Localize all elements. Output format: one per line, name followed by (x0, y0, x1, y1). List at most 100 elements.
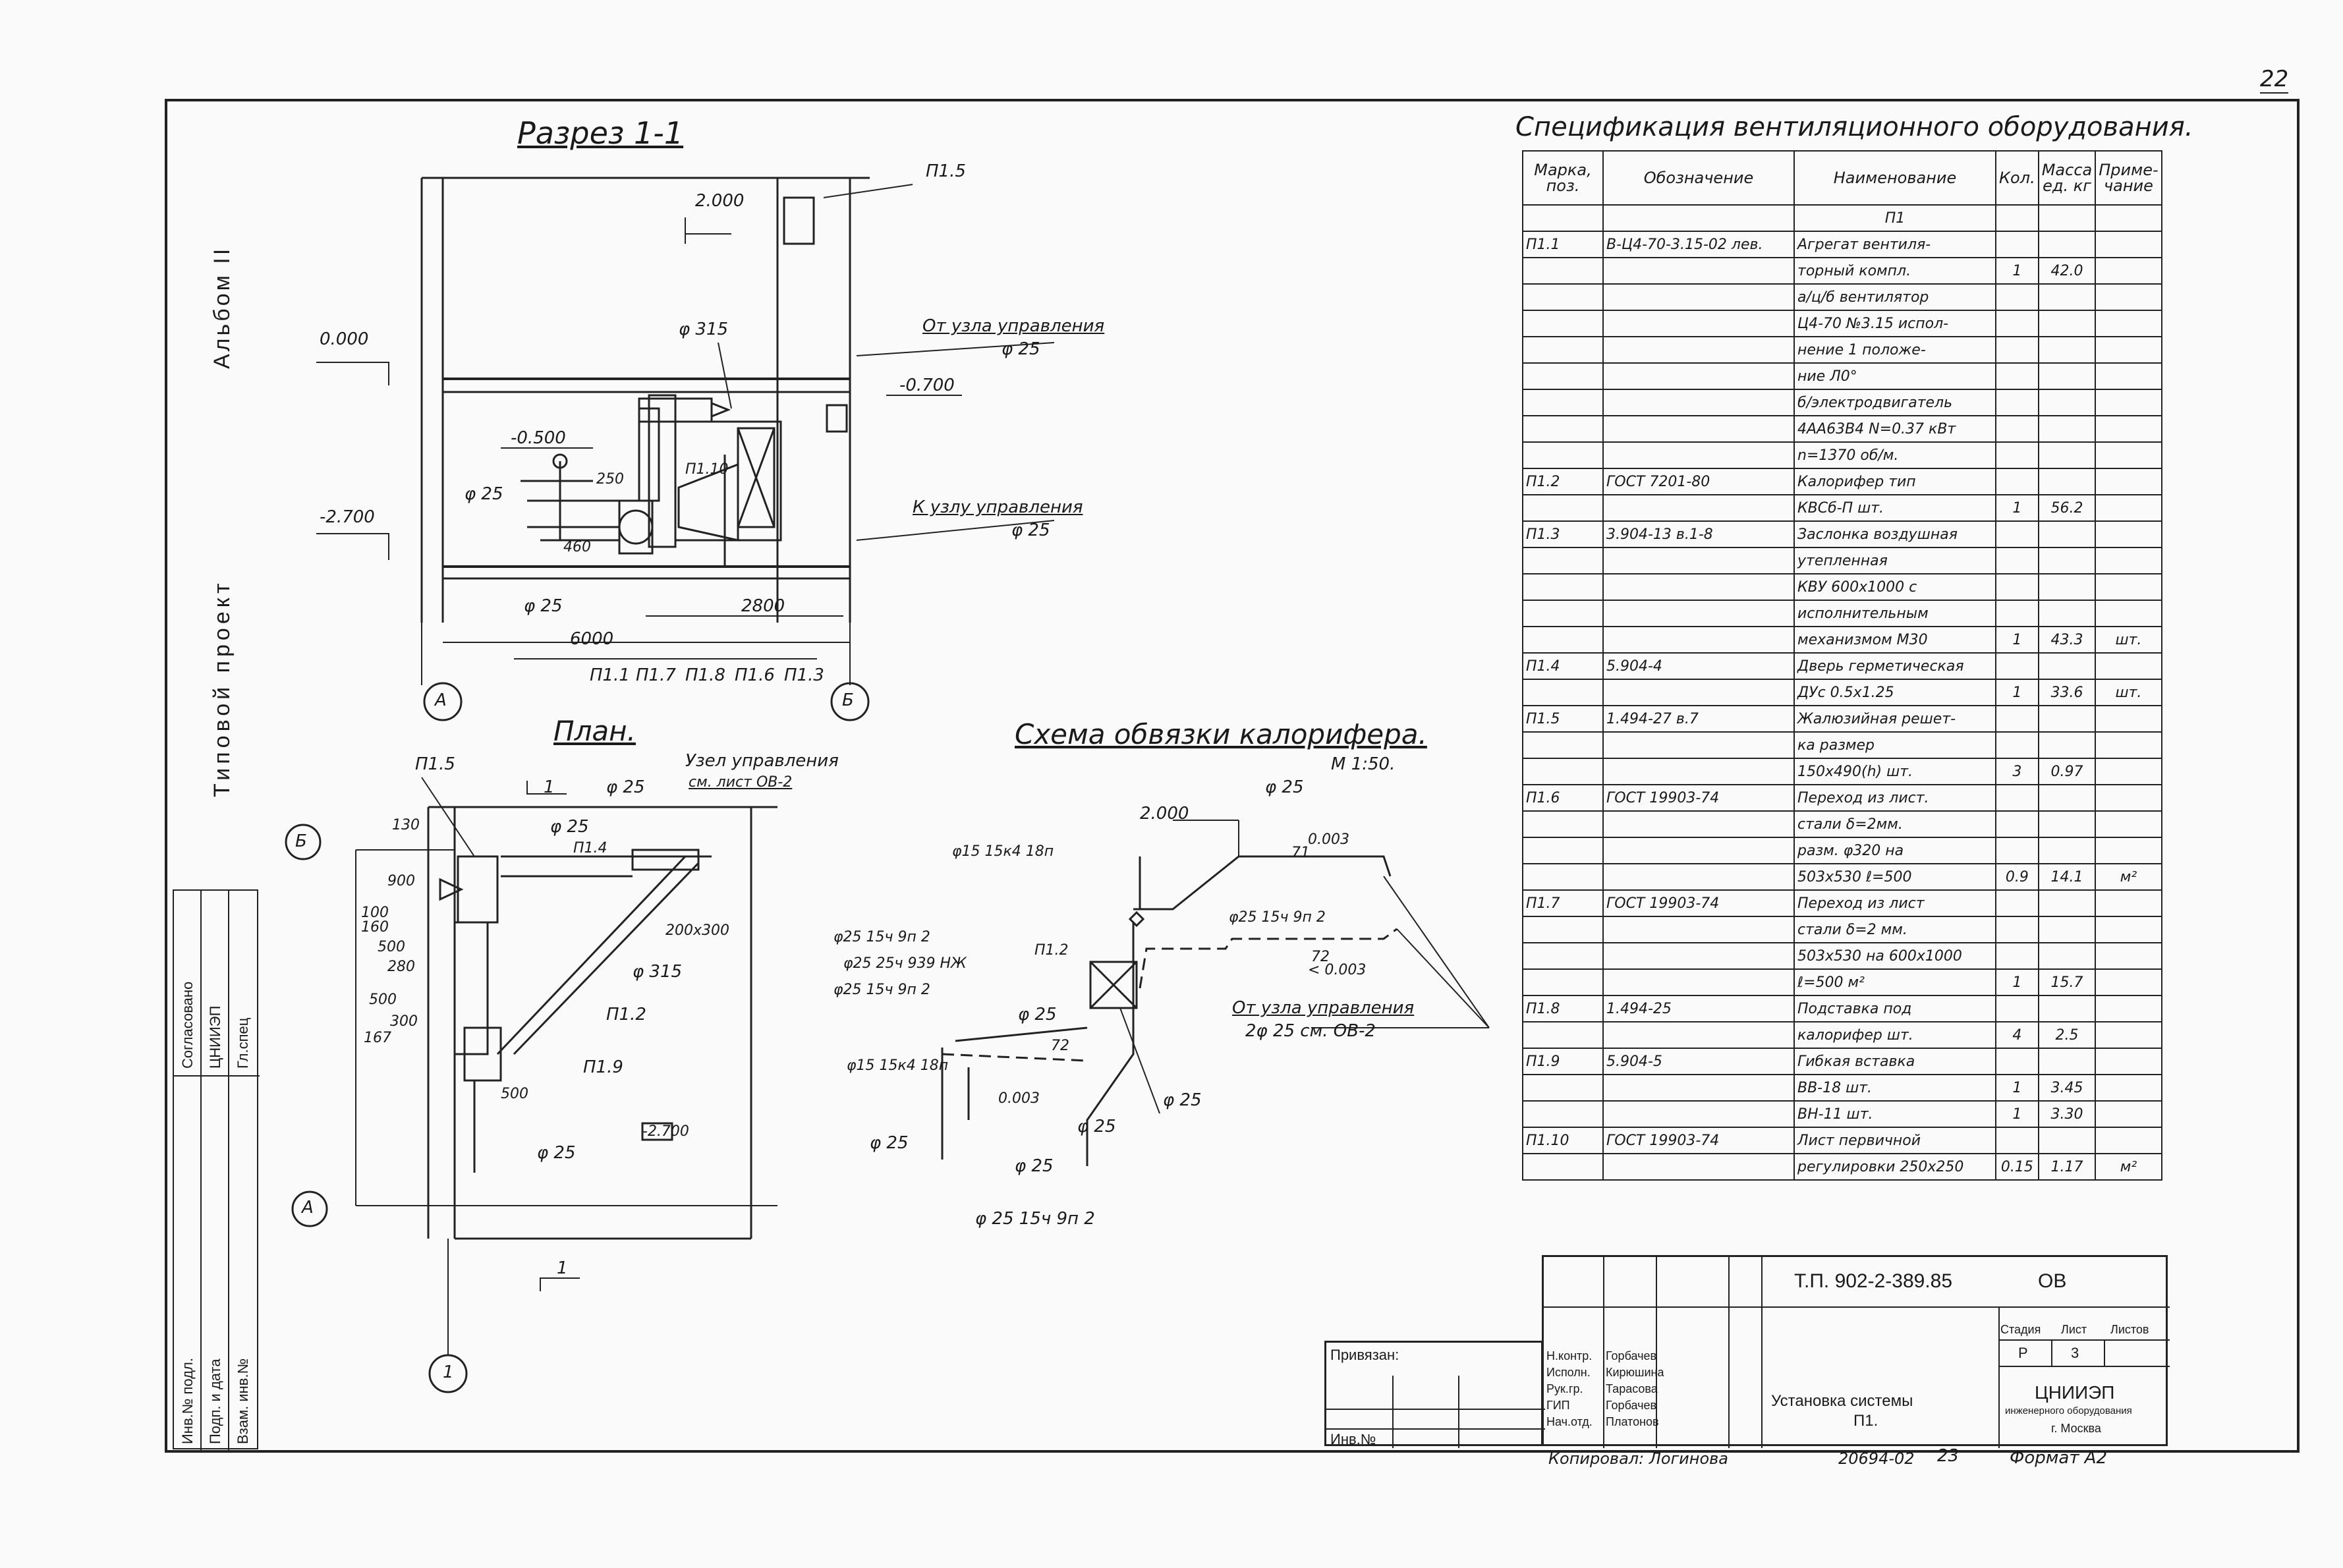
spec-cell-qty (1995, 310, 2039, 337)
spec-cell-mark (1522, 837, 1604, 864)
section-from-node-d: φ 25 (1002, 339, 1040, 359)
title-block-org2: инженерного оборудования (2005, 1405, 2132, 1416)
spec-cell-qty: 0.15 (1995, 1153, 2039, 1181)
spec-cell-name: Агрегат вентиля- (1793, 231, 1996, 258)
title-block-code: Т.П. 902-2-389.85 (1794, 1270, 1953, 1292)
title-block-mark: ОВ (2038, 1270, 2067, 1292)
spec-cell-name: 4АА63В4 N=0.37 кВт (1793, 415, 1996, 443)
plan-n19: П1.9 (583, 1057, 623, 1077)
spec-cell-qty (1995, 1048, 2039, 1075)
copied-by: Копировал: Логинова (1548, 1449, 1728, 1468)
spec-cell-note (2095, 283, 2162, 311)
plan-dim-7: 500 (369, 992, 397, 1008)
spec-cell-designation (1602, 968, 1795, 996)
spec-cell-note (2095, 1021, 2162, 1049)
spec-cell-qty: 1 (1995, 626, 2039, 654)
spec-row: стали δ=2 мм. (1522, 916, 2162, 943)
spec-cell-mass (2037, 415, 2097, 443)
spec-cell-mark (1522, 547, 1604, 574)
scheme-v72b: 72 (1051, 1038, 1069, 1054)
spec-cell-mass: 33.6 (2037, 679, 2097, 706)
plan-dim-6: 280 (387, 959, 415, 975)
spec-header-note: Приме-чание (2095, 150, 2162, 206)
spec-cell-note (2095, 415, 2162, 443)
spec-cell-note (2095, 389, 2162, 416)
section-d25-a: φ 25 (465, 484, 503, 504)
spec-cell-qty (1995, 389, 2039, 416)
spec-row: КВУ 600х1000 с (1522, 573, 2162, 601)
spec-cell-mass: 43.3 (2037, 626, 2097, 654)
scheme-drawing (941, 820, 1490, 1166)
spec-cell-note (2095, 758, 2162, 785)
spec-cell-name: Ц4-70 №3.15 испол- (1793, 310, 1996, 337)
spec-cell-designation (1602, 547, 1795, 574)
spec-cell-qty (1995, 231, 2039, 258)
spec-cell-note (2095, 1127, 2162, 1154)
section-el-m0500: -0.500 (511, 428, 566, 448)
spec-row: нение 1 положе- (1522, 336, 2162, 364)
spec-cell-mark (1522, 626, 1604, 654)
scheme-label-4: φ25 25ч 939 НЖ (843, 955, 967, 972)
spec-cell-name: 150х490(h) шт. (1793, 758, 1996, 785)
spec-cell-designation: ГОСТ 19903-74 (1602, 889, 1795, 917)
spec-cell-designation (1602, 389, 1795, 416)
scheme-d25-e: φ 25 (1015, 1156, 1054, 1176)
spec-row: ка размер (1522, 731, 2162, 759)
spec-cell-mass (2037, 916, 2097, 943)
section-from-node: От узла управления (922, 316, 1105, 336)
section-drawing (316, 177, 1055, 721)
spec-cell-designation (1602, 1074, 1795, 1102)
spec-cell-name: Дверь герметическая (1793, 652, 1996, 680)
spec-cell-designation: В-Ц4-70-3.15-02 лев. (1602, 231, 1795, 258)
spec-row: утепленная (1522, 547, 2162, 574)
spec-cell-designation: ГОСТ 19903-74 (1602, 784, 1795, 812)
spec-cell-qty (1995, 573, 2039, 601)
drawing-frame (165, 99, 2300, 1453)
section-d315: φ 315 (679, 320, 729, 339)
spec-cell-designation (1602, 837, 1795, 864)
spec-cell-qty (1995, 916, 2039, 943)
spec-row: 4АА63В4 N=0.37 кВт (1522, 415, 2162, 443)
spec-cell-name: n=1370 об/м. (1793, 441, 1996, 469)
spec-cell-qty: 0.9 (1995, 863, 2039, 891)
scheme-title: Схема обвязки калорифера. (1015, 718, 1427, 750)
plan-cut-top: 1 (544, 777, 555, 797)
spec-cell-name: КВСб-П шт. (1793, 494, 1996, 522)
spec-cell-mass (2037, 889, 2097, 917)
spec-cell-note (2095, 600, 2162, 627)
scheme-scale: М 1:50. (1331, 754, 1396, 774)
section-el-m0700: -0.700 (899, 376, 955, 395)
spec-cell-note (2095, 784, 2162, 812)
plan-axis-1: 1 (443, 1362, 454, 1382)
spec-cell-note (2095, 810, 2162, 838)
title-block-name-5: Платонов (1606, 1415, 1659, 1428)
spec-cell-mass: 3.45 (2037, 1074, 2097, 1102)
spec-cell-mark: П1.8 (1522, 995, 1604, 1022)
scheme-label-7: φ 25 15ч 9п 2 (975, 1209, 1095, 1229)
spec-cell-mass (2037, 600, 2097, 627)
spec-header-designation: Обозначение (1602, 150, 1795, 206)
scheme-d25-a: φ 25 (1018, 1005, 1057, 1024)
spec-row: б/электродвигатель (1522, 389, 2162, 416)
spec-cell-mass (2037, 204, 2097, 232)
spec-cell-qty (1995, 837, 2039, 864)
scheme-slope2: < 0.003 (1308, 962, 1367, 978)
spec-cell-name: 503х530 ℓ=500 (1793, 863, 1996, 891)
spec-table: Марка, поз. Обозначение Наименование Кол… (1522, 150, 2162, 1181)
plan-dim-500: 500 (501, 1086, 528, 1102)
spec-cell-mass (2037, 731, 2097, 759)
plan-node-ref: см. лист ОВ-2 (689, 774, 793, 791)
plan-n15: П1.5 (415, 754, 455, 774)
title-block-title2: П1. (1853, 1412, 1878, 1430)
spec-cell-mark (1522, 1153, 1604, 1181)
spec-cell-name: Подставка под (1793, 995, 1996, 1022)
